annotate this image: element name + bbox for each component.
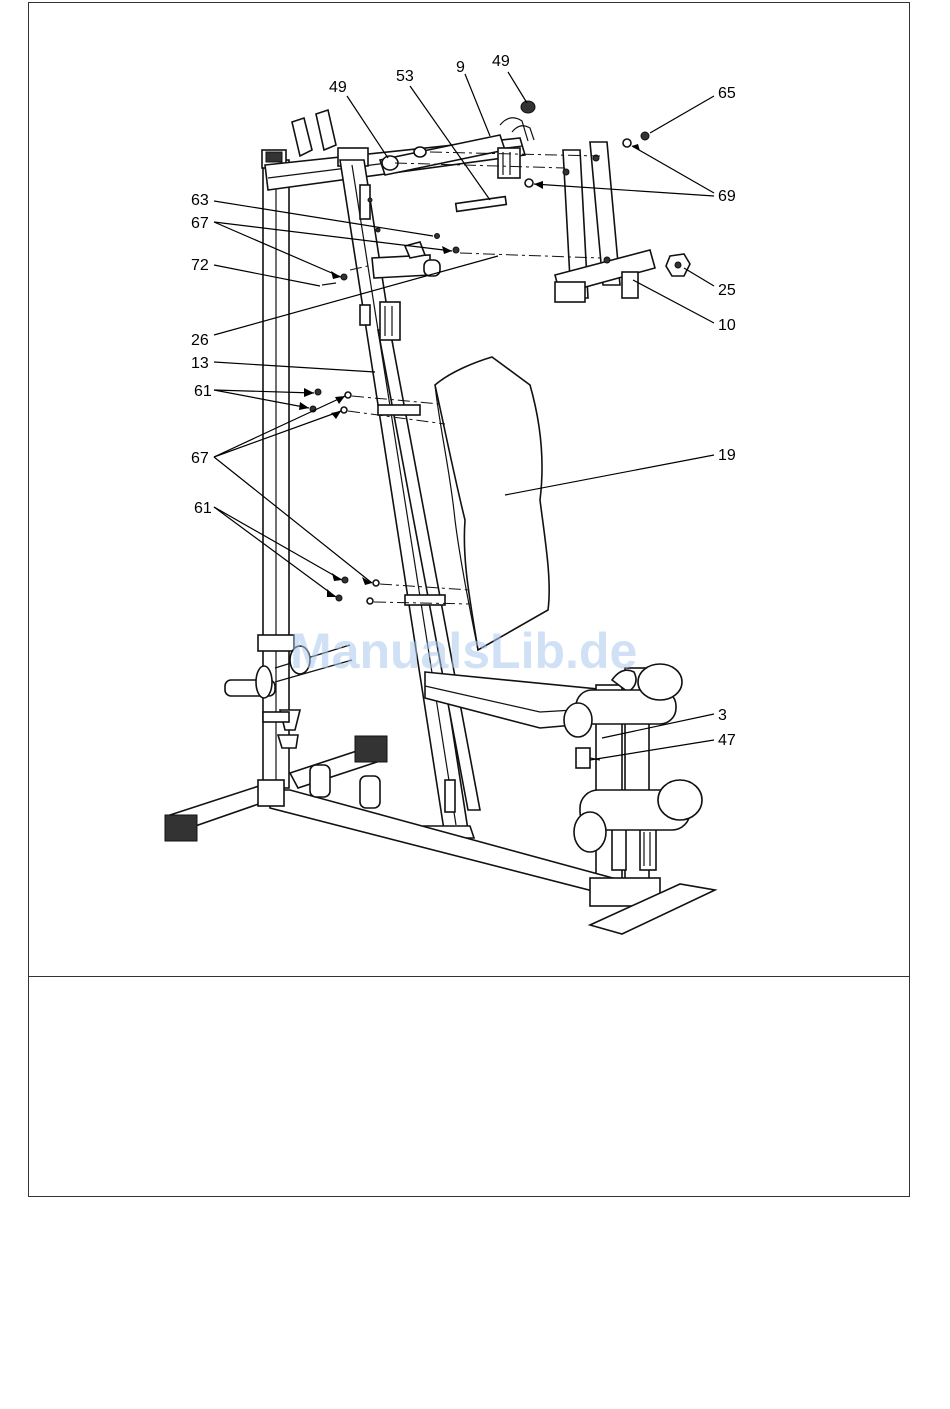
back-pad-19	[435, 357, 549, 650]
label-part-49-right: 49	[492, 53, 510, 70]
upper-backpad-bracket	[378, 405, 420, 415]
label-part-69: 69	[718, 188, 736, 205]
label-part-47: 47	[718, 732, 736, 749]
pulley-mount-assembly	[555, 142, 655, 302]
label-part-67-upper: 67	[191, 215, 209, 232]
watermark: ManualsLib.de	[290, 623, 637, 679]
label-part-72: 72	[191, 257, 209, 274]
knob-25	[666, 254, 690, 276]
label-part-13: 13	[191, 355, 209, 372]
label-part-3: 3	[718, 707, 727, 724]
label-part-61-upper: 61	[194, 383, 212, 400]
label-part-53: 53	[396, 68, 414, 85]
label-part-67-lower: 67	[191, 450, 209, 467]
label-part-19: 19	[718, 447, 736, 464]
label-part-9: 9	[456, 59, 465, 76]
label-part-25: 25	[718, 282, 736, 299]
label-part-65: 65	[718, 85, 736, 102]
bracket-26	[372, 242, 440, 278]
label-part-61-lower: 61	[194, 500, 212, 517]
label-part-63: 63	[191, 192, 209, 209]
label-part-26: 26	[191, 332, 209, 349]
pulley-bracket-9	[380, 118, 534, 178]
label-part-10: 10	[718, 317, 736, 334]
label-part-49-left: 49	[329, 79, 347, 96]
